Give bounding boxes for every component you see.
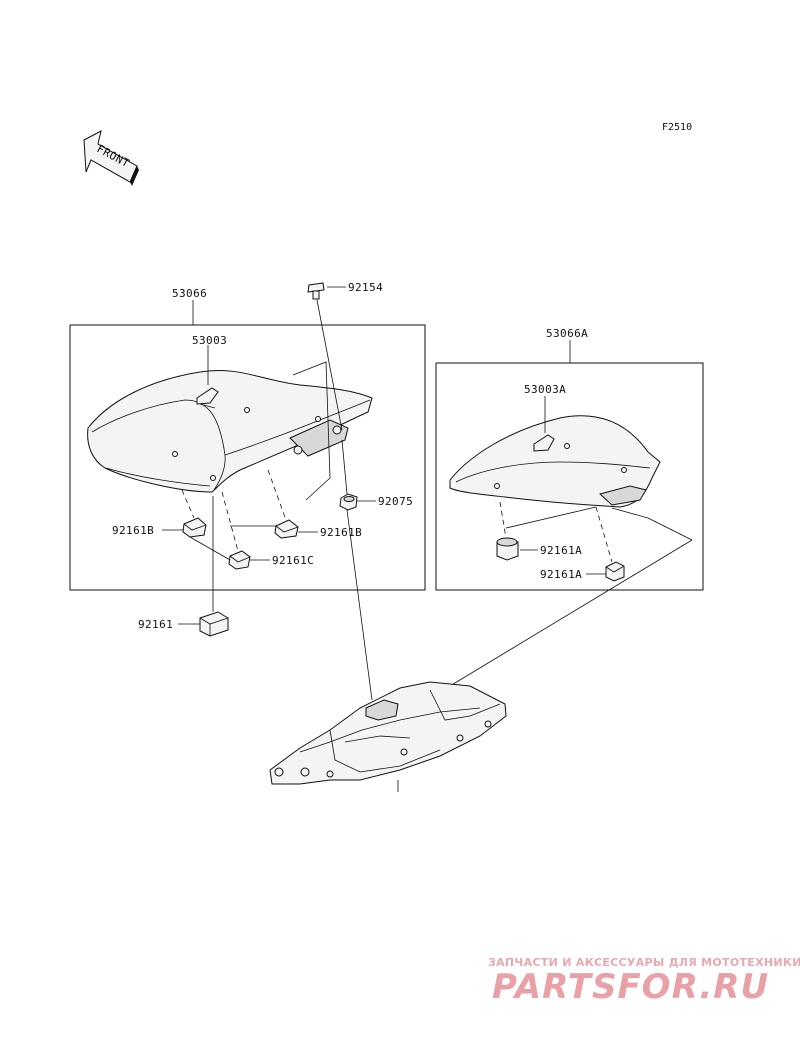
bolt-92154 [307, 282, 325, 300]
figure-code: F2510 [662, 122, 692, 133]
label-53066: 53066 [172, 287, 207, 300]
watermark-logo: ЗАПЧАСТИ И АКСЕССУАРЫ ДЛЯ МОТОТЕХНИКИ PA… [488, 956, 800, 1007]
label-92075: 92075 [378, 495, 413, 508]
damper-92161 [199, 611, 229, 637]
label-92161A-top: 92161A [540, 544, 582, 557]
label-53003A: 53003A [524, 383, 566, 396]
label-53066A: 53066A [546, 327, 588, 340]
front-seat-assembly: 53066 53003 92161B [69, 287, 426, 591]
watermark-top-line: ЗАПЧАСТИ И АКСЕССУАРЫ ДЛЯ МОТОТЕХНИКИ [488, 956, 800, 969]
label-92161B-left: 92161B [112, 524, 154, 537]
watermark-logo-text: PARTSFOR.RU [492, 967, 769, 1007]
label-92161A-bottom: 92161A [540, 568, 582, 581]
damper-92161B-right [274, 519, 299, 539]
ref-frame [269, 681, 507, 785]
label-92154: 92154 [348, 281, 383, 294]
damper-92161B-left [182, 517, 207, 538]
damper-92161A-bottom [605, 561, 625, 582]
front-seat-53003 [87, 370, 373, 493]
grommet-92075 [339, 493, 358, 511]
label-92161C: 92161C [272, 554, 314, 567]
rear-seat-53003A [449, 415, 661, 508]
front-arrow-icon: FRONT [83, 130, 139, 186]
rear-seat-assembly: 53066A 53003A 92161A 92161A [435, 327, 704, 591]
label-92161B-right: 92161B [320, 526, 362, 539]
damper-92161A-top [496, 537, 519, 561]
damper-92161C [228, 550, 251, 570]
label-53003: 53003 [192, 334, 227, 347]
label-92161: 92161 [138, 618, 173, 631]
